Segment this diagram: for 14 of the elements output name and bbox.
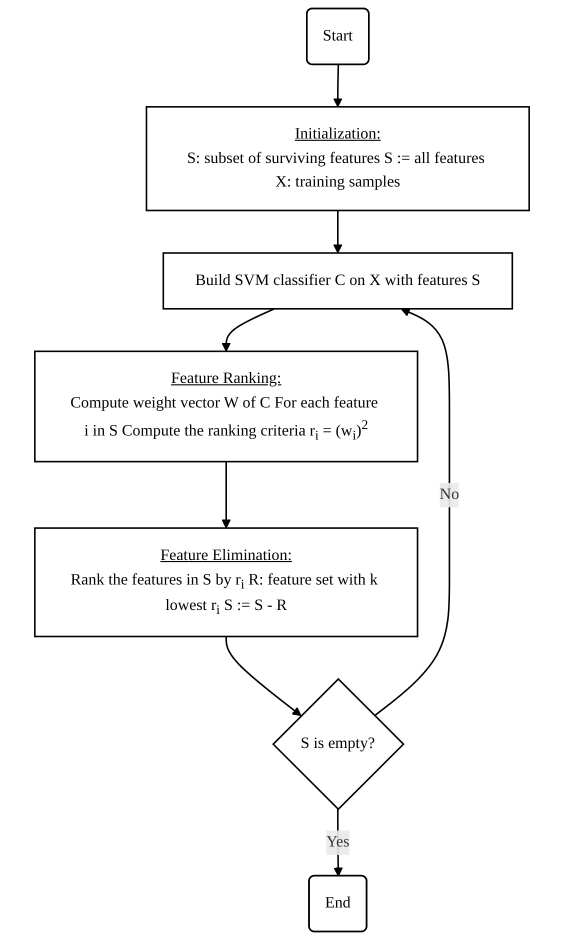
edge-label: No bbox=[440, 486, 460, 504]
node-diamond bbox=[272, 678, 405, 810]
node-box bbox=[34, 527, 418, 638]
arrow bbox=[222, 462, 231, 528]
arrow bbox=[333, 210, 342, 254]
node-box bbox=[34, 350, 418, 462]
arrow bbox=[334, 809, 343, 877]
edge-label: Yes bbox=[326, 834, 350, 851]
arrow bbox=[333, 64, 342, 108]
node-box bbox=[162, 252, 514, 310]
arrow bbox=[222, 308, 275, 352]
arrow bbox=[374, 308, 450, 716]
node-box bbox=[146, 106, 530, 212]
arrow bbox=[225, 636, 302, 716]
